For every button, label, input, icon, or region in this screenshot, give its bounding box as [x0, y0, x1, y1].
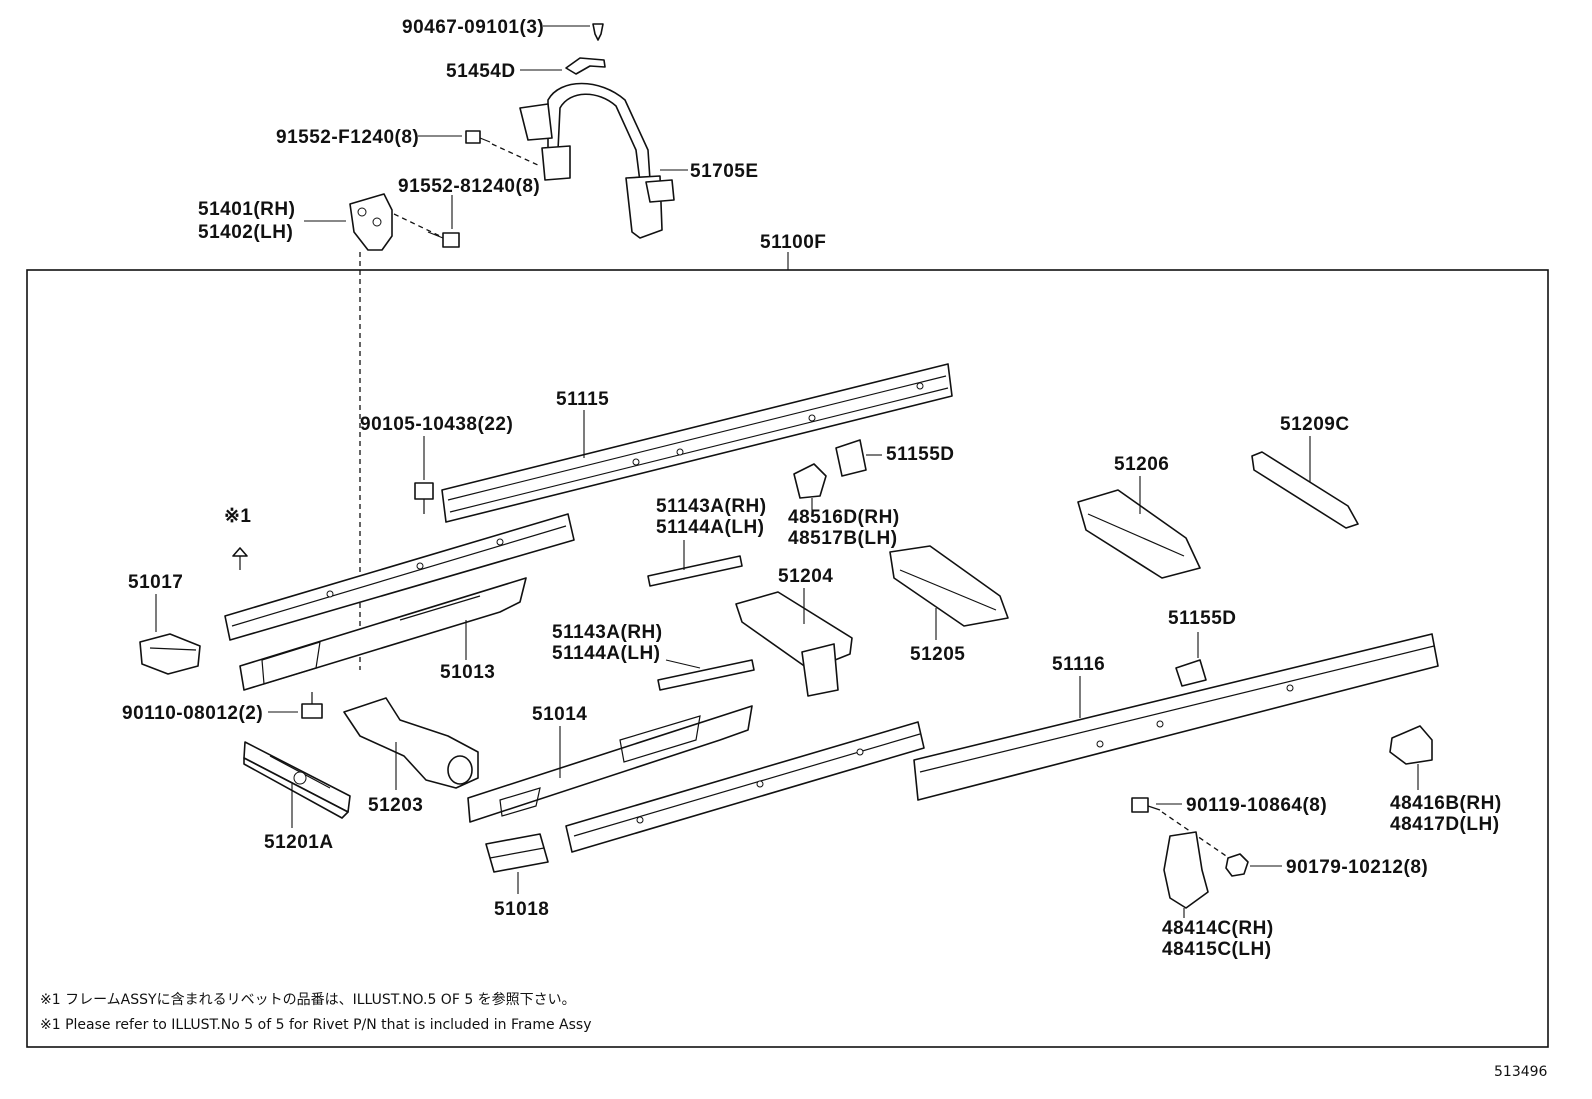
crossmember-51209C: [1251, 436, 1359, 529]
bracket-51018: [485, 833, 549, 894]
label-48414C: 48414C(RH): [1162, 918, 1274, 939]
label-91552-F1240: 91552-F1240(8): [276, 127, 419, 148]
callouts: 90467-09101(3) 51454D 91552-F1240(8) 915…: [122, 17, 1502, 960]
crossmember-51204: [735, 588, 853, 697]
bolt-91552-81240: [427, 195, 460, 248]
label-90179: 90179-10212(8): [1286, 857, 1428, 878]
side-rail-51116: [913, 633, 1439, 801]
crossmember-51203: [343, 697, 479, 790]
clip-90467: [543, 23, 604, 41]
label-48415C: 48415C(LH): [1162, 939, 1272, 960]
label-51143A-upper: 51143A(RH): [656, 496, 767, 517]
label-48416B: 48416B(RH): [1390, 793, 1502, 814]
crossmember-51205: [889, 545, 1009, 640]
bracket-48414C-48415C: [1163, 831, 1209, 918]
label-51201A: 51201A: [264, 832, 334, 853]
bracket-51017: [139, 594, 201, 675]
label-51014: 51014: [532, 704, 587, 725]
label-51209C: 51209C: [1280, 414, 1350, 435]
bracket-48416B-48417D: [1389, 725, 1433, 790]
bolt-90105-10438: [414, 436, 434, 514]
label-91552-81240: 91552-81240(8): [398, 176, 540, 197]
nut-90179-10212: [1225, 853, 1282, 877]
front-rail-upper: [224, 513, 575, 641]
bracket-51401-51402: [304, 193, 441, 670]
bracket-51155D-lower: [1175, 632, 1207, 687]
illustration-number: 513496: [1494, 1064, 1548, 1080]
bracket-51155D-upper: [835, 439, 882, 477]
bracket-51454D: [520, 57, 606, 75]
label-48517B: 48517B(LH): [788, 528, 898, 549]
label-51155D-lower: 51155D: [1168, 608, 1237, 629]
bolt-91552-F1240: [418, 130, 541, 167]
footnote-english: ※1 Please refer to ILLUST.No 5 of 5 for …: [40, 1017, 591, 1033]
label-51013: 51013: [440, 662, 495, 683]
label-90467: 90467-09101(3): [402, 17, 544, 38]
label-star1: ※1: [224, 506, 252, 527]
rear-rail-51014: [467, 705, 753, 823]
label-51454D: 51454D: [446, 61, 516, 82]
label-51206: 51206: [1114, 454, 1169, 475]
label-51401: 51401(RH): [198, 199, 295, 220]
crossmember-51201A: [243, 741, 351, 828]
label-51402: 51402(LH): [198, 222, 293, 243]
front-rail-51013: [239, 577, 527, 691]
hoop-bracket-51705E: [519, 82, 688, 239]
label-90119: 90119-10864(8): [1186, 795, 1327, 816]
label-51018: 51018: [494, 899, 549, 920]
label-51115: 51115: [556, 389, 609, 410]
bolt-90110-08012: [268, 692, 323, 719]
label-90105: 90105-10438(22): [360, 414, 513, 435]
label-51205: 51205: [910, 644, 965, 665]
label-48417D: 48417D(LH): [1390, 814, 1500, 835]
label-51143A-lower: 51143A(RH): [552, 622, 663, 643]
frame-assy-boundary: [26, 269, 1549, 1048]
label-51017: 51017: [128, 572, 183, 593]
label-48516D: 48516D(RH): [788, 507, 900, 528]
label-51144A-upper: 51144A(LH): [656, 517, 765, 538]
crossmember-51206: [1077, 476, 1201, 579]
label-51116: 51116: [1052, 654, 1105, 675]
strip-51143A-upper: [647, 540, 743, 587]
label-51144A-lower: 51144A(LH): [552, 643, 661, 664]
label-51203: 51203: [368, 795, 423, 816]
footnote-japanese: ※1 フレームASSYに含まれるリベットの品番は、ILLUST.NO.5 OF …: [40, 991, 576, 1008]
label-51705E: 51705E: [690, 161, 759, 182]
label-51204: 51204: [778, 566, 833, 587]
side-rail-51115: [441, 363, 953, 523]
label-51100F: 51100F: [760, 232, 826, 253]
rivet-star1: [232, 547, 248, 570]
label-90110: 90110-08012(2): [122, 703, 263, 724]
strip-51143A-lower: [657, 659, 755, 691]
bracket-48516D-48517B: [793, 463, 827, 510]
rear-rail-inner: [565, 721, 925, 853]
bolt-90119-10864: [1131, 797, 1233, 861]
label-51155D-upper: 51155D: [886, 444, 955, 465]
